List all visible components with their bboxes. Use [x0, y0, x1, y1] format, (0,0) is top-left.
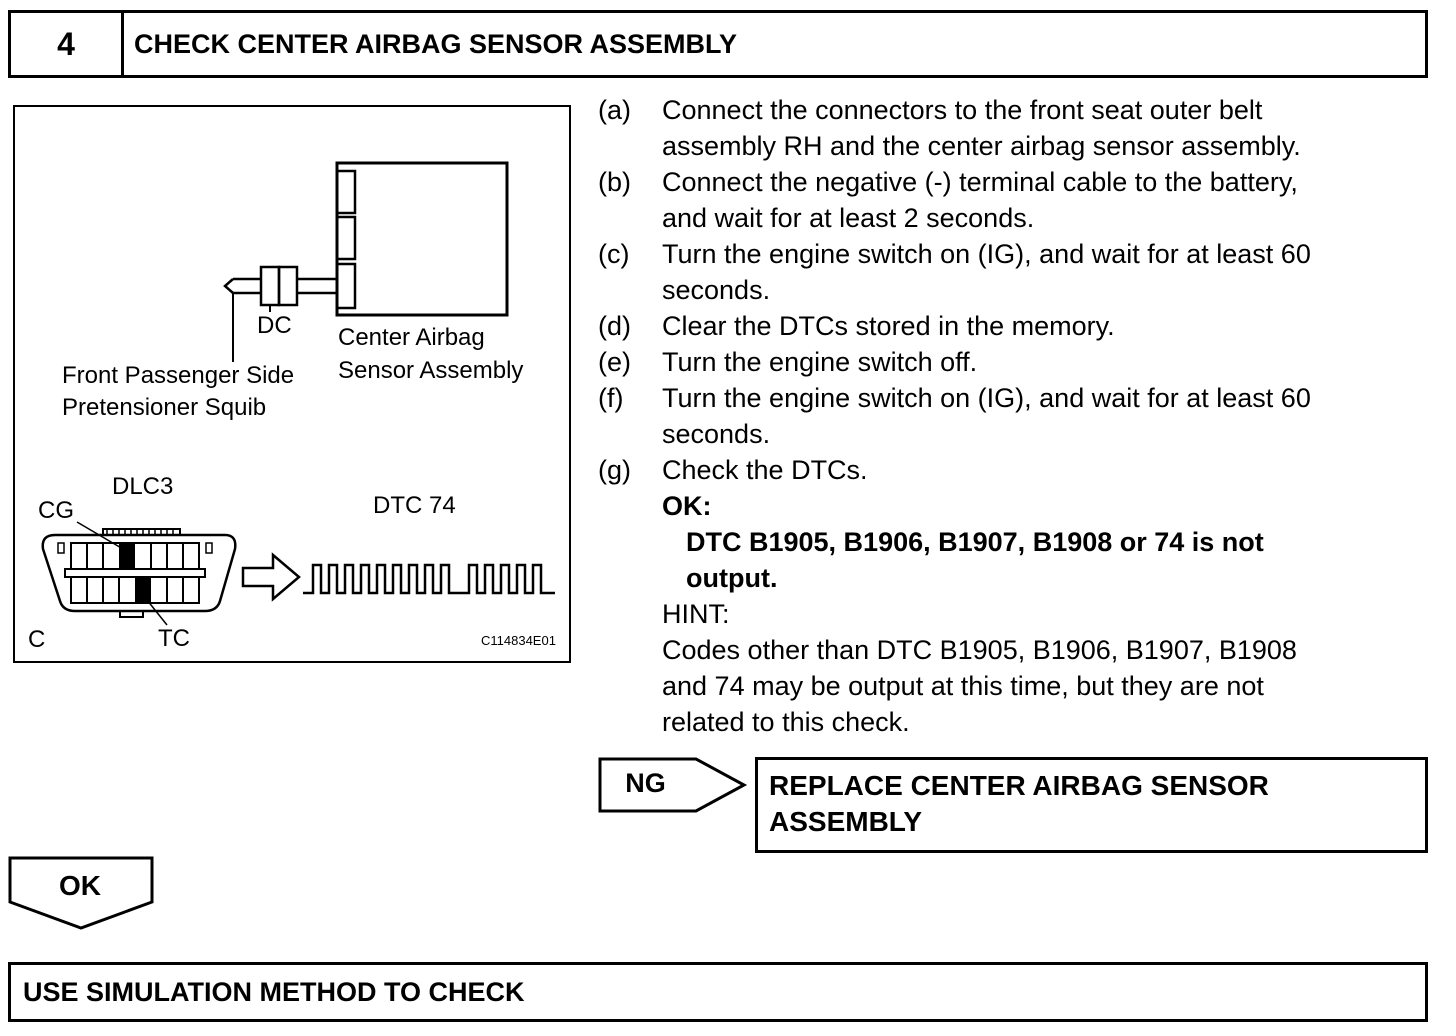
next-step-box: USE SIMULATION METHOD TO CHECK [8, 962, 1428, 1022]
step-number: 4 [11, 13, 124, 75]
hint-heading: HINT: [662, 599, 730, 629]
hint-line3: related to this check. [662, 707, 910, 737]
step-text: Turn the engine switch off. [662, 347, 978, 377]
step-label: (e) [598, 347, 631, 377]
ok-heading: OK: [662, 491, 712, 521]
step-text: Connect the negative (-) terminal cable … [662, 167, 1298, 197]
hint-line1: Codes other than DTC B1905, B1906, B1907… [662, 635, 1297, 665]
label-dc: DC [257, 312, 292, 339]
figure-drawing: DC Center Airbag Sensor Assembly Front P… [28, 161, 556, 653]
ok-label: OK [59, 870, 101, 901]
ok-condition-line2: output. [686, 563, 778, 593]
label-cg: CG [38, 497, 74, 524]
step-label: (a) [598, 95, 631, 125]
step-item: (b) Connect the negative (-) terminal ca… [598, 164, 1428, 236]
sensor-assembly-shape [335, 161, 509, 317]
step-text: Turn the engine switch on (IG), and wait… [662, 383, 1311, 413]
step-label: (b) [598, 167, 631, 197]
figure-code: C114834E01 [481, 633, 556, 648]
step-item: (g) Check the DTCs. [598, 452, 1428, 488]
step-item: (f) Turn the engine switch on (IG), and … [598, 380, 1428, 452]
label-dtc: DTC 74 [373, 492, 456, 519]
next-step-title: USE SIMULATION METHOD TO CHECK [23, 976, 525, 1007]
ng-action-line2: ASSEMBLY [769, 806, 923, 837]
step-text: Clear the DTCs stored in the memory. [662, 311, 1115, 341]
step-header: 4 CHECK CENTER AIRBAG SENSOR ASSEMBLY [8, 10, 1428, 78]
label-squib-line2: Pretensioner Squib [62, 394, 266, 421]
dc-connector-shape [223, 265, 337, 362]
step-label: (d) [598, 311, 631, 341]
step-item: (e) Turn the engine switch off. [598, 344, 1428, 380]
ok-condition-line1: DTC B1905, B1906, B1907, B1908 or 74 is … [686, 527, 1264, 557]
step-text: and wait for at least 2 seconds. [662, 203, 1035, 233]
step-text: seconds. [662, 419, 771, 449]
step-item: (c) Turn the engine switch on (IG), and … [598, 236, 1428, 308]
dtc-waveform [303, 563, 555, 595]
label-squib-line1: Front Passenger Side [62, 362, 294, 389]
step-text: seconds. [662, 275, 771, 305]
step-text: assembly RH and the center airbag sensor… [662, 131, 1301, 161]
label-sensor-line2: Sensor Assembly [338, 357, 523, 384]
label-dlc3: DLC3 [112, 473, 173, 500]
step-item: (a) Connect the connectors to the front … [598, 92, 1428, 164]
label-tc: TC [158, 625, 190, 652]
dlc3-connector-shape [41, 521, 237, 626]
hint-line2: and 74 may be output at this time, but t… [662, 671, 1264, 701]
arrow-right-icon [241, 552, 301, 602]
label-c: C [28, 626, 45, 653]
label-sensor-line1: Center Airbag [338, 324, 485, 351]
ng-action-line1: REPLACE CENTER AIRBAG SENSOR [769, 770, 1269, 801]
step-text: Check the DTCs. [662, 455, 868, 485]
ng-action-box: REPLACE CENTER AIRBAG SENSOR ASSEMBLY [755, 757, 1428, 853]
step-text: Connect the connectors to the front seat… [662, 95, 1263, 125]
procedure-steps: (a) Connect the connectors to the front … [598, 92, 1428, 740]
ng-arrow-tag [598, 757, 748, 813]
wiring-figure: DC Center Airbag Sensor Assembly Front P… [13, 105, 571, 663]
step-label: (g) [598, 455, 631, 485]
step-label: (f) [598, 383, 624, 413]
step-text: Turn the engine switch on (IG), and wait… [662, 239, 1311, 269]
ng-label: NG [625, 767, 666, 798]
step-item: (d) Clear the DTCs stored in the memory. [598, 308, 1428, 344]
step-title: CHECK CENTER AIRBAG SENSOR ASSEMBLY [134, 28, 738, 59]
ok-arrow-tag [8, 856, 154, 930]
step-label: (c) [598, 239, 630, 269]
